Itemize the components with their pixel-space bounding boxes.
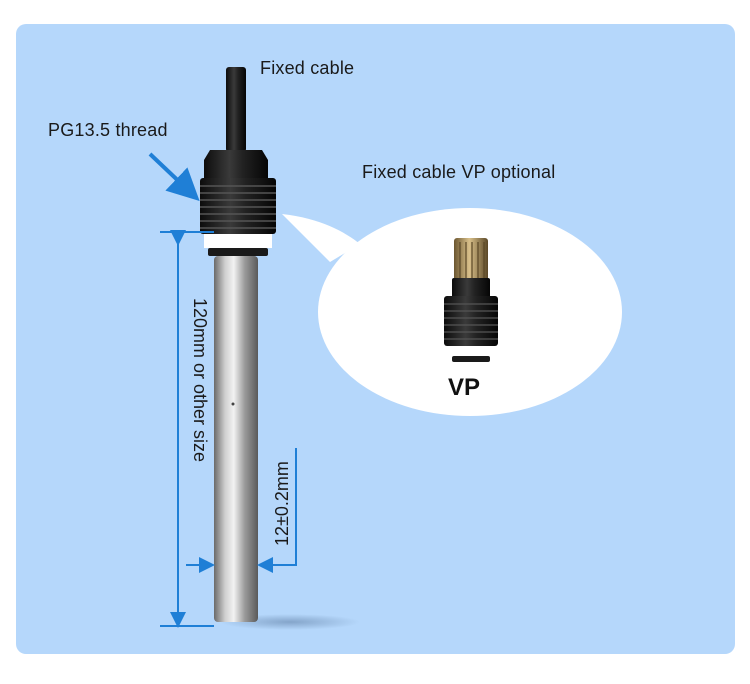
thread-pointer-arrow [148,152,200,202]
thread-label: PG13.5 thread [48,120,168,140]
pg-thread-head [200,150,276,256]
length-dimension [160,230,214,628]
diameter-label: 12±0.2mm [272,461,292,546]
vp-optional-label: Fixed cable VP optional [362,162,556,182]
diameter-dimension [186,448,297,573]
fixed-cable [226,67,246,152]
vp-label: VP [448,374,481,401]
vp-connector-image [444,238,498,362]
fixed-cable-label: Fixed cable [260,58,355,78]
length-label: 120mm or other size [190,298,210,463]
steel-probe [214,256,258,622]
